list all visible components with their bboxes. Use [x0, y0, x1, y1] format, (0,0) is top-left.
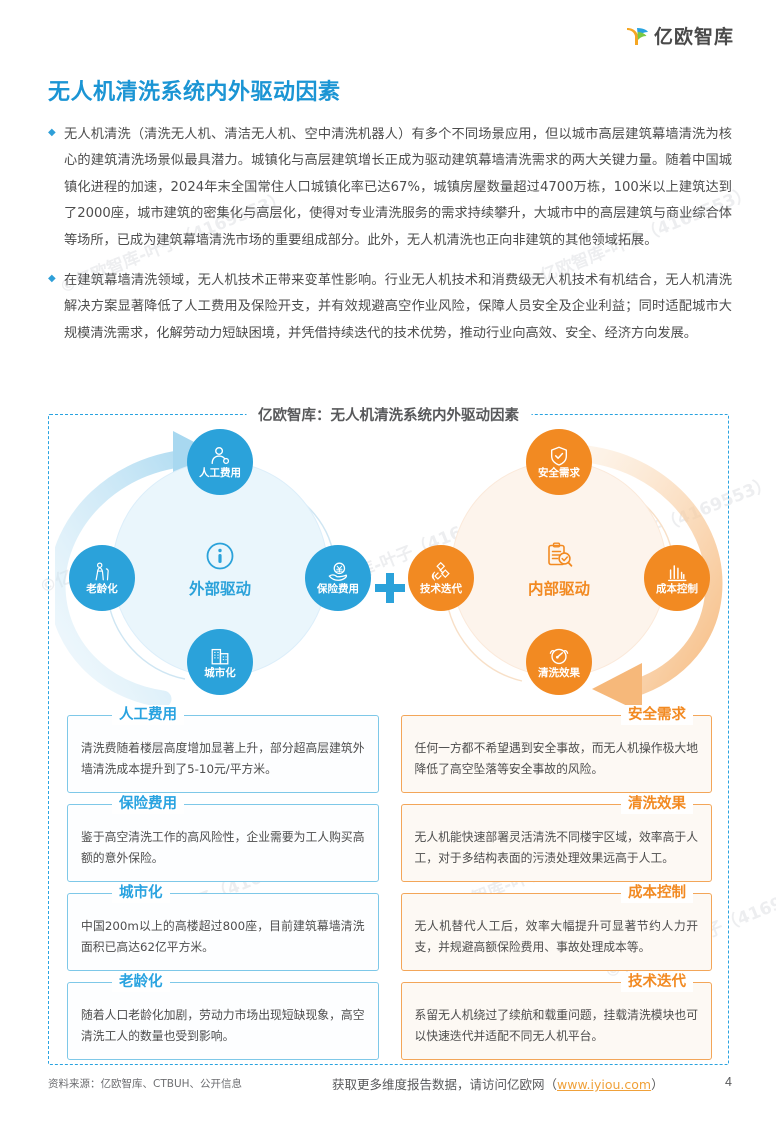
cards-column-internal: 安全需求 任何一方都不希望遇到安全事故，而无人机操作极大地降低了高空坠落等安全事… — [400, 705, 712, 1060]
figure-title: 亿欧智库：无人机清洗系统内外驱动因素 — [246, 404, 531, 425]
footer-cta: 获取更多维度报告数据，请访问亿欧网（www.iyiou.com） — [332, 1074, 664, 1093]
yiou-logo-icon — [624, 23, 650, 49]
cluster-external-drivers: 外部驱动 人工费用 — [55, 423, 385, 713]
node-aging-population[interactable]: 老龄化 — [69, 545, 135, 611]
card-body: 随着人口老龄化加剧，劳动力市场出现短缺现象，高空清洗工人的数量也受到影响。 — [81, 1008, 365, 1043]
cluster-internal-drivers: 内部驱动 安全需求 — [394, 423, 724, 713]
cluster-center-label: 外部驱动 — [188, 581, 251, 598]
paragraph-text: 在建筑幕墙清洗领域，无人机技术正带来变革性影响。行业无人机技术和消费级无人机技术… — [64, 273, 732, 341]
cluster-center-label: 内部驱动 — [527, 581, 590, 598]
node-insurance-cost[interactable]: 保险费用 — [305, 545, 371, 611]
node-cleaning-effect[interactable]: 清洗效果 — [526, 629, 592, 695]
paragraph: 在建筑幕墙清洗领域，无人机技术正带来变革性影响。行业无人机技术和消费级无人机技术… — [48, 268, 732, 347]
paragraph: 无人机清洗（清洗无人机、清洁无人机、空中清洗机器人）有多个不同场景应用，但以城市… — [48, 122, 732, 254]
clipboard-search-icon — [544, 541, 574, 571]
footer-cta-prefix: 获取更多维度报告数据，请访问亿欧网（ — [332, 1077, 558, 1092]
node-label: 技术迭代 — [420, 582, 462, 595]
cluster-center-internal: 内部驱动 — [479, 505, 639, 635]
node-tech-iteration[interactable]: 技术迭代 — [408, 545, 474, 611]
hand-yuan-icon — [327, 561, 349, 583]
card-title: 老龄化 — [112, 972, 170, 992]
elderly-cane-icon — [91, 561, 113, 583]
card-title: 人工费用 — [112, 705, 184, 725]
card-cleaning-effect: 清洗效果 无人机能快速部署灵活清洗不同楼宇区域，效率高于人工，对于多结构表面的污… — [400, 794, 712, 882]
page-footer: 资料来源：亿欧智库、CTBUH、公开信息 获取更多维度报告数据，请访问亿欧网（w… — [0, 1074, 776, 1106]
card-title: 城市化 — [112, 883, 170, 903]
card-body: 中国200m以上的高楼超过800座，目前建筑幕墙清洗面积已高达62亿平方米。 — [81, 919, 365, 954]
info-circle-icon — [205, 541, 235, 571]
cluster-center-external: 外部驱动 — [140, 505, 300, 635]
card-body: 无人机替代人工后，效率大幅提升可显著节约人力开支，并规避高额保险费用、事故处理成… — [414, 919, 699, 954]
page-title: 无人机清洗系统内外驱动因素 — [48, 79, 341, 104]
card-body: 清洗费随着楼层高度增加显著上升，部分超高层建筑外墙清洗成本提升到了5-10元/平… — [81, 741, 365, 776]
card-title: 保险费用 — [112, 794, 184, 814]
node-label: 安全需求 — [538, 466, 580, 479]
page-number: 4 — [725, 1075, 732, 1089]
card-body: 鉴于高空清洗工作的高风险性，企业需要为工人购买高额的意外保险。 — [81, 830, 365, 865]
figure-container: 亿欧智库：无人机清洗系统内外驱动因素 — [48, 404, 730, 1065]
building-icon — [209, 645, 231, 667]
iyiou-website-link[interactable]: www.iyiou.com — [557, 1077, 652, 1092]
card-cost-control: 成本控制 无人机替代人工后，效率大幅提升可显著节约人力开支，并规避高额保险费用、… — [400, 883, 712, 971]
footer-cta-suffix: ） — [651, 1077, 664, 1092]
card-safety-demand: 安全需求 任何一方都不希望遇到安全事故，而无人机操作极大地降低了高空坠落等安全事… — [400, 705, 712, 793]
card-title: 安全需求 — [621, 705, 693, 725]
node-cost-control[interactable]: 成本控制 — [644, 545, 710, 611]
node-safety-demand[interactable]: 安全需求 — [526, 429, 592, 495]
paragraph-text: 无人机清洗（清洗无人机、清洁无人机、空中清洗机器人）有多个不同场景应用，但以城市… — [64, 127, 732, 248]
node-label: 保险费用 — [317, 582, 359, 595]
brand-name: 亿欧智库 — [653, 27, 734, 48]
card-title: 清洗效果 — [621, 794, 693, 814]
node-label: 人工费用 — [199, 466, 241, 479]
gauge-icon — [548, 645, 570, 667]
node-label: 老龄化 — [86, 582, 118, 595]
card-aging-population: 老龄化 随着人口老龄化加剧，劳动力市场出现短缺现象，高空清洗工人的数量也受到影响… — [67, 972, 379, 1060]
cards-column-external: 人工费用 清洗费随着楼层高度增加显著上升，部分超高层建筑外墙清洗成本提升到了5-… — [67, 705, 379, 1060]
node-label: 成本控制 — [656, 582, 698, 595]
satellite-icon — [430, 561, 452, 583]
card-body: 任何一方都不希望遇到安全事故，而无人机操作极大地降低了高空坠落等安全事故的风险。 — [414, 741, 699, 776]
node-label: 城市化 — [204, 666, 236, 679]
card-urbanization: 城市化 中国200m以上的高楼超过800座，目前建筑幕墙清洗面积已高达62亿平方… — [67, 883, 379, 971]
source-note: 资料来源：亿欧智库、CTBUH、公开信息 — [48, 1078, 243, 1090]
card-title: 成本控制 — [621, 883, 693, 903]
node-label: 清洗效果 — [538, 666, 580, 679]
card-title: 技术迭代 — [621, 972, 693, 992]
card-tech-iteration: 技术迭代 系留无人机绕过了续航和载重问题，挂载清洗模块也可以快速迭代并适配不同无… — [400, 972, 712, 1060]
person-icon — [209, 445, 231, 467]
brand-logo: 亿欧智库 — [624, 22, 734, 49]
node-urbanization[interactable]: 城市化 — [187, 629, 253, 695]
cards-area: 人工费用 清洗费随着楼层高度增加显著上升，部分超高层建筑外墙清洗成本提升到了5-… — [49, 705, 730, 1060]
shield-check-icon — [548, 445, 570, 467]
card-labor-cost: 人工费用 清洗费随着楼层高度增加显著上升，部分超高层建筑外墙清洗成本提升到了5-… — [67, 705, 379, 793]
intro-paragraphs: 无人机清洗（清洗无人机、清洁无人机、空中清洗机器人）有多个不同场景应用，但以城市… — [48, 122, 732, 361]
card-body: 无人机能快速部署灵活清洗不同楼宇区域，效率高于人工，对于多结构表面的污渍处理效果… — [414, 830, 699, 865]
driver-diagram: 外部驱动 人工费用 — [49, 423, 730, 713]
card-insurance-cost: 保险费用 鉴于高空清洗工作的高风险性，企业需要为工人购买高额的意外保险。 — [67, 794, 379, 882]
diamond-bullet-icon — [48, 268, 64, 347]
diamond-bullet-icon — [48, 122, 64, 254]
node-labor-cost[interactable]: 人工费用 — [187, 429, 253, 495]
plus-icon — [373, 571, 407, 605]
bar-chart-icon — [666, 561, 688, 583]
card-body: 系留无人机绕过了续航和载重问题，挂载清洗模块也可以快速迭代并适配不同无人机平台。 — [414, 1008, 699, 1043]
